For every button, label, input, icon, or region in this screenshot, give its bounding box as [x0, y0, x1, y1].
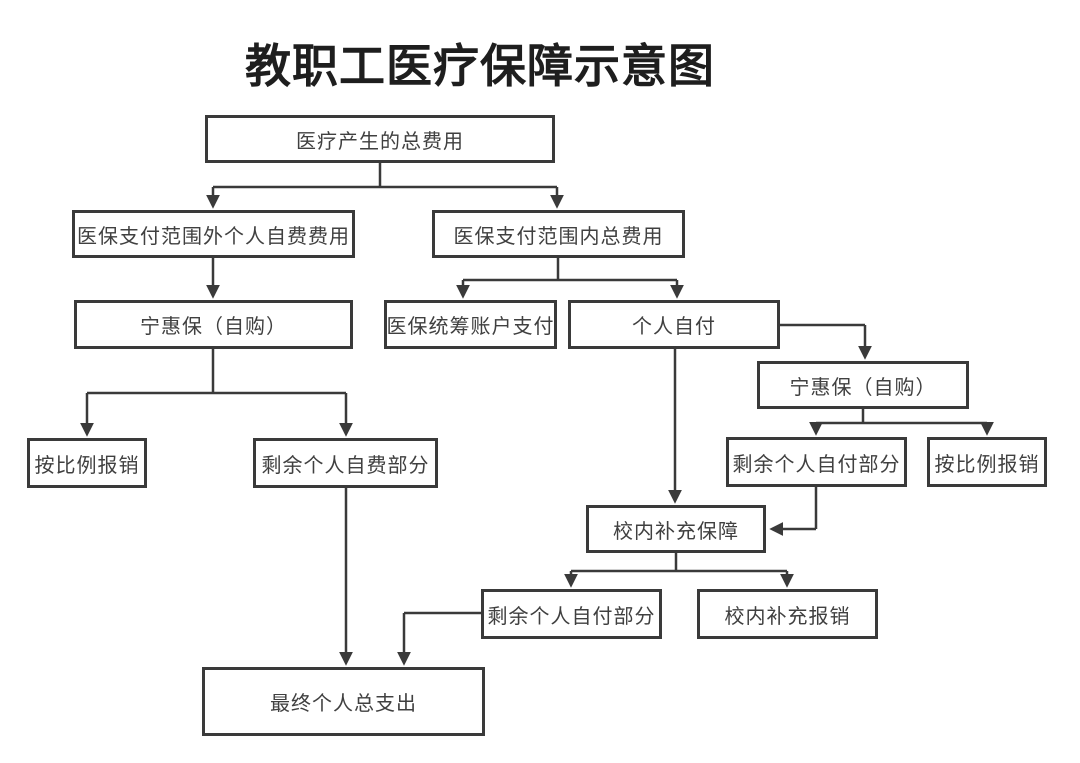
node-proportional-reimburse-right: 按比例报销 — [927, 437, 1047, 487]
node-ninghuibao-right: 宁惠保（自购） — [757, 361, 969, 409]
node-campus-supplement: 校内补充保障 — [586, 505, 766, 553]
node-proportional-reimburse-left: 按比例报销 — [27, 438, 147, 488]
node-inside-scope-total: 医保支付范围内总费用 — [432, 210, 685, 258]
diagram-title: 教职工医疗保障示意图 — [245, 40, 715, 92]
node-medical-total-cost: 医疗产生的总费用 — [205, 115, 555, 163]
node-final-total-expense: 最终个人总支出 — [202, 667, 485, 736]
node-ninghuibao-left: 宁惠保（自购） — [74, 300, 353, 349]
node-remaining-self-pay-right: 剩余个人自付部分 — [726, 437, 907, 487]
node-personal-self-pay: 个人自付 — [568, 300, 780, 349]
node-campus-reimburse: 校内补充报销 — [697, 589, 878, 639]
node-pooled-account-pay: 医保统筹账户支付 — [384, 300, 557, 349]
node-outside-scope-self-fee: 医保支付范围外个人自费费用 — [72, 210, 355, 258]
node-remaining-self-fee: 剩余个人自费部分 — [253, 438, 438, 488]
node-remaining-self-pay-bottom: 剩余个人自付部分 — [481, 589, 662, 639]
